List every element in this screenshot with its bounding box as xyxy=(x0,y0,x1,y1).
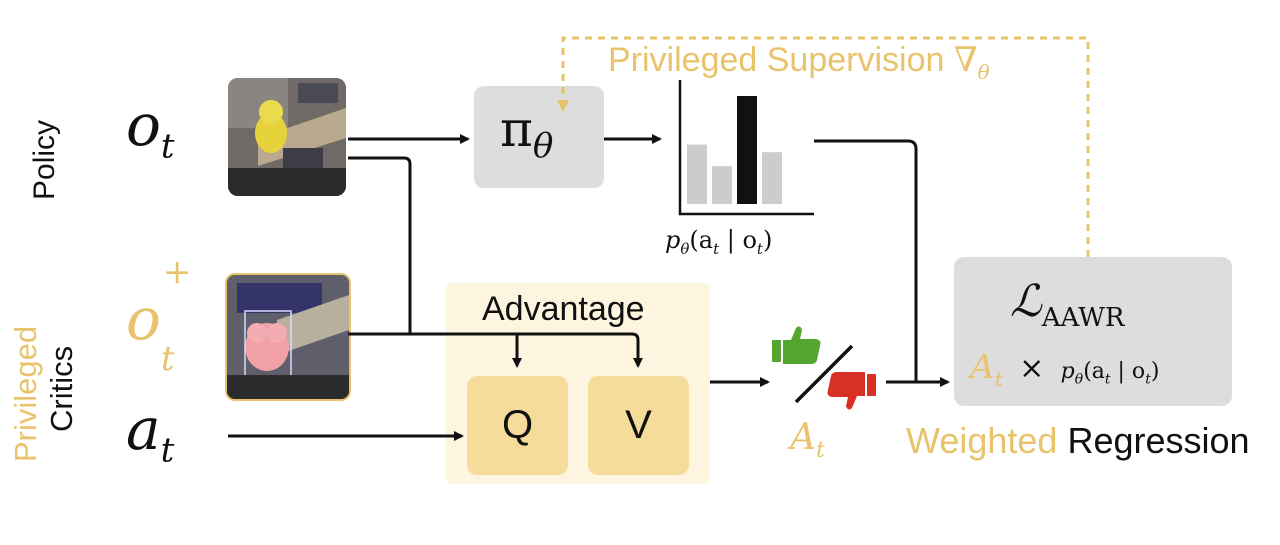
v-critic-label: V xyxy=(625,403,652,447)
distribution-bar xyxy=(712,166,732,204)
privileged-observation-symbol: o+t xyxy=(126,252,192,379)
times-symbol: × xyxy=(1019,351,1045,386)
arrow-dist-to-loss xyxy=(814,139,918,382)
distribution-bar xyxy=(762,152,782,204)
thumbs-up-icon xyxy=(772,326,821,364)
loss-expression: At × pθ(at | ot) xyxy=(970,350,1159,389)
observation-image xyxy=(228,78,346,196)
distribution-bar xyxy=(737,96,757,204)
loss-symbol: ℒAAWR xyxy=(1010,276,1125,333)
q-critic-box: Q xyxy=(467,376,568,475)
advantage-title: Advantage xyxy=(482,290,645,328)
q-critic-label: Q xyxy=(501,403,534,447)
v-critic-box: V xyxy=(588,376,689,475)
weighted-regression-caption: Weighted Regression xyxy=(906,420,1250,461)
policy-distribution-label: pθ(at | ot) xyxy=(665,226,773,258)
advantage-symbol: At xyxy=(790,417,825,464)
distribution-bars xyxy=(687,96,782,204)
distribution-axes xyxy=(678,80,814,216)
loss-weight: At xyxy=(970,347,1003,391)
thumbs-divider xyxy=(794,344,854,404)
observation-symbol: ot xyxy=(126,91,175,167)
policy-symbol: πθ xyxy=(500,100,554,166)
loss-probability: pθ(at | ot) xyxy=(1060,359,1160,388)
privileged-observation-image xyxy=(225,273,351,401)
arrow-priv-obs-to-critics xyxy=(348,332,643,368)
thumbs-down-icon xyxy=(827,372,876,410)
action-symbol: at xyxy=(126,395,175,471)
policy-network-box xyxy=(474,86,604,188)
gradient-symbol: ∇θ xyxy=(953,40,990,84)
supervision-dashed-path xyxy=(557,36,1090,257)
arrow-obs-branch xyxy=(348,156,412,334)
privileged-supervision-label: Privileged Supervision ∇θ xyxy=(608,40,990,84)
distribution-bar xyxy=(687,144,707,204)
loss-box xyxy=(954,257,1232,406)
